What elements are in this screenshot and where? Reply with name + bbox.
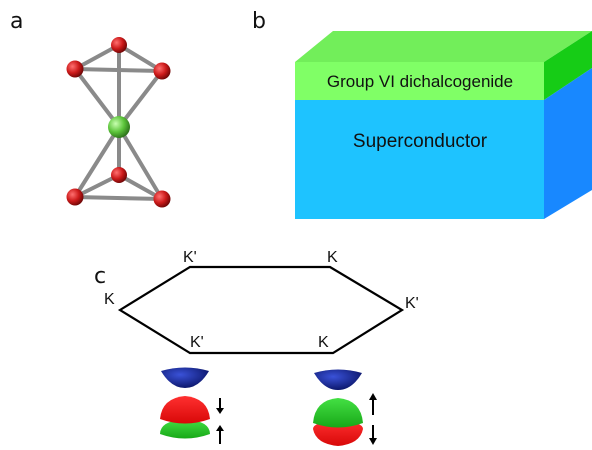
spin-down-valence-band [313,420,363,446]
conduction-band [161,367,209,388]
chalcogen-atom [66,60,84,78]
bond [117,125,164,201]
arrow-up-head [216,425,224,431]
vertex-label-top-right: K [327,249,338,266]
left-valley-bands [160,367,210,439]
dichalcogenide-label: Group VI dichalcogenide [327,72,513,91]
atoms [66,37,171,208]
dichalcogenide-side-face [544,31,592,100]
panel-b-label: b [252,9,266,34]
conduction-band [314,369,362,390]
spin-up-valence-band [160,396,210,424]
dichalcogenide-front-face [295,62,544,100]
superconductor-label: Superconductor [353,131,488,152]
panel-c-label: c [94,264,106,289]
chalcogen-atom [66,188,84,206]
chalcogen-atom [153,190,171,208]
superconductor-front-face [295,100,544,219]
spin-down-valence-band [160,419,210,439]
arrow-up-head [369,393,377,400]
vertex-label-top-left: K' [183,249,197,266]
vertex-label-bottom-right: K [318,334,329,351]
bond [117,69,164,129]
bond [73,195,164,201]
heterostructure-slab: Group VI dichalcogenide Superconductor [295,31,592,219]
bond [73,125,121,199]
arrow-down-head [369,438,377,445]
arrow-down-head [216,408,224,414]
superconductor-side-face [544,68,592,219]
chalcogen-atom [111,167,127,183]
left-spin-arrows [216,398,224,444]
right-spin-arrows [369,393,377,445]
panel-a-label: a [10,9,23,34]
bond [73,67,121,129]
right-valley-bands [313,369,363,446]
dichalcogenide-top-face [295,31,592,62]
spin-up-valence-band [313,398,363,428]
vertex-label-bottom-left: K' [190,334,204,351]
vertex-label-left: K [104,291,115,308]
chalcogen-atom [111,37,127,53]
chalcogen-atom [153,62,171,80]
metal-atom [108,116,130,138]
vertex-label-right: K' [405,295,419,312]
brillouin-zone-hexagon [117,265,405,355]
